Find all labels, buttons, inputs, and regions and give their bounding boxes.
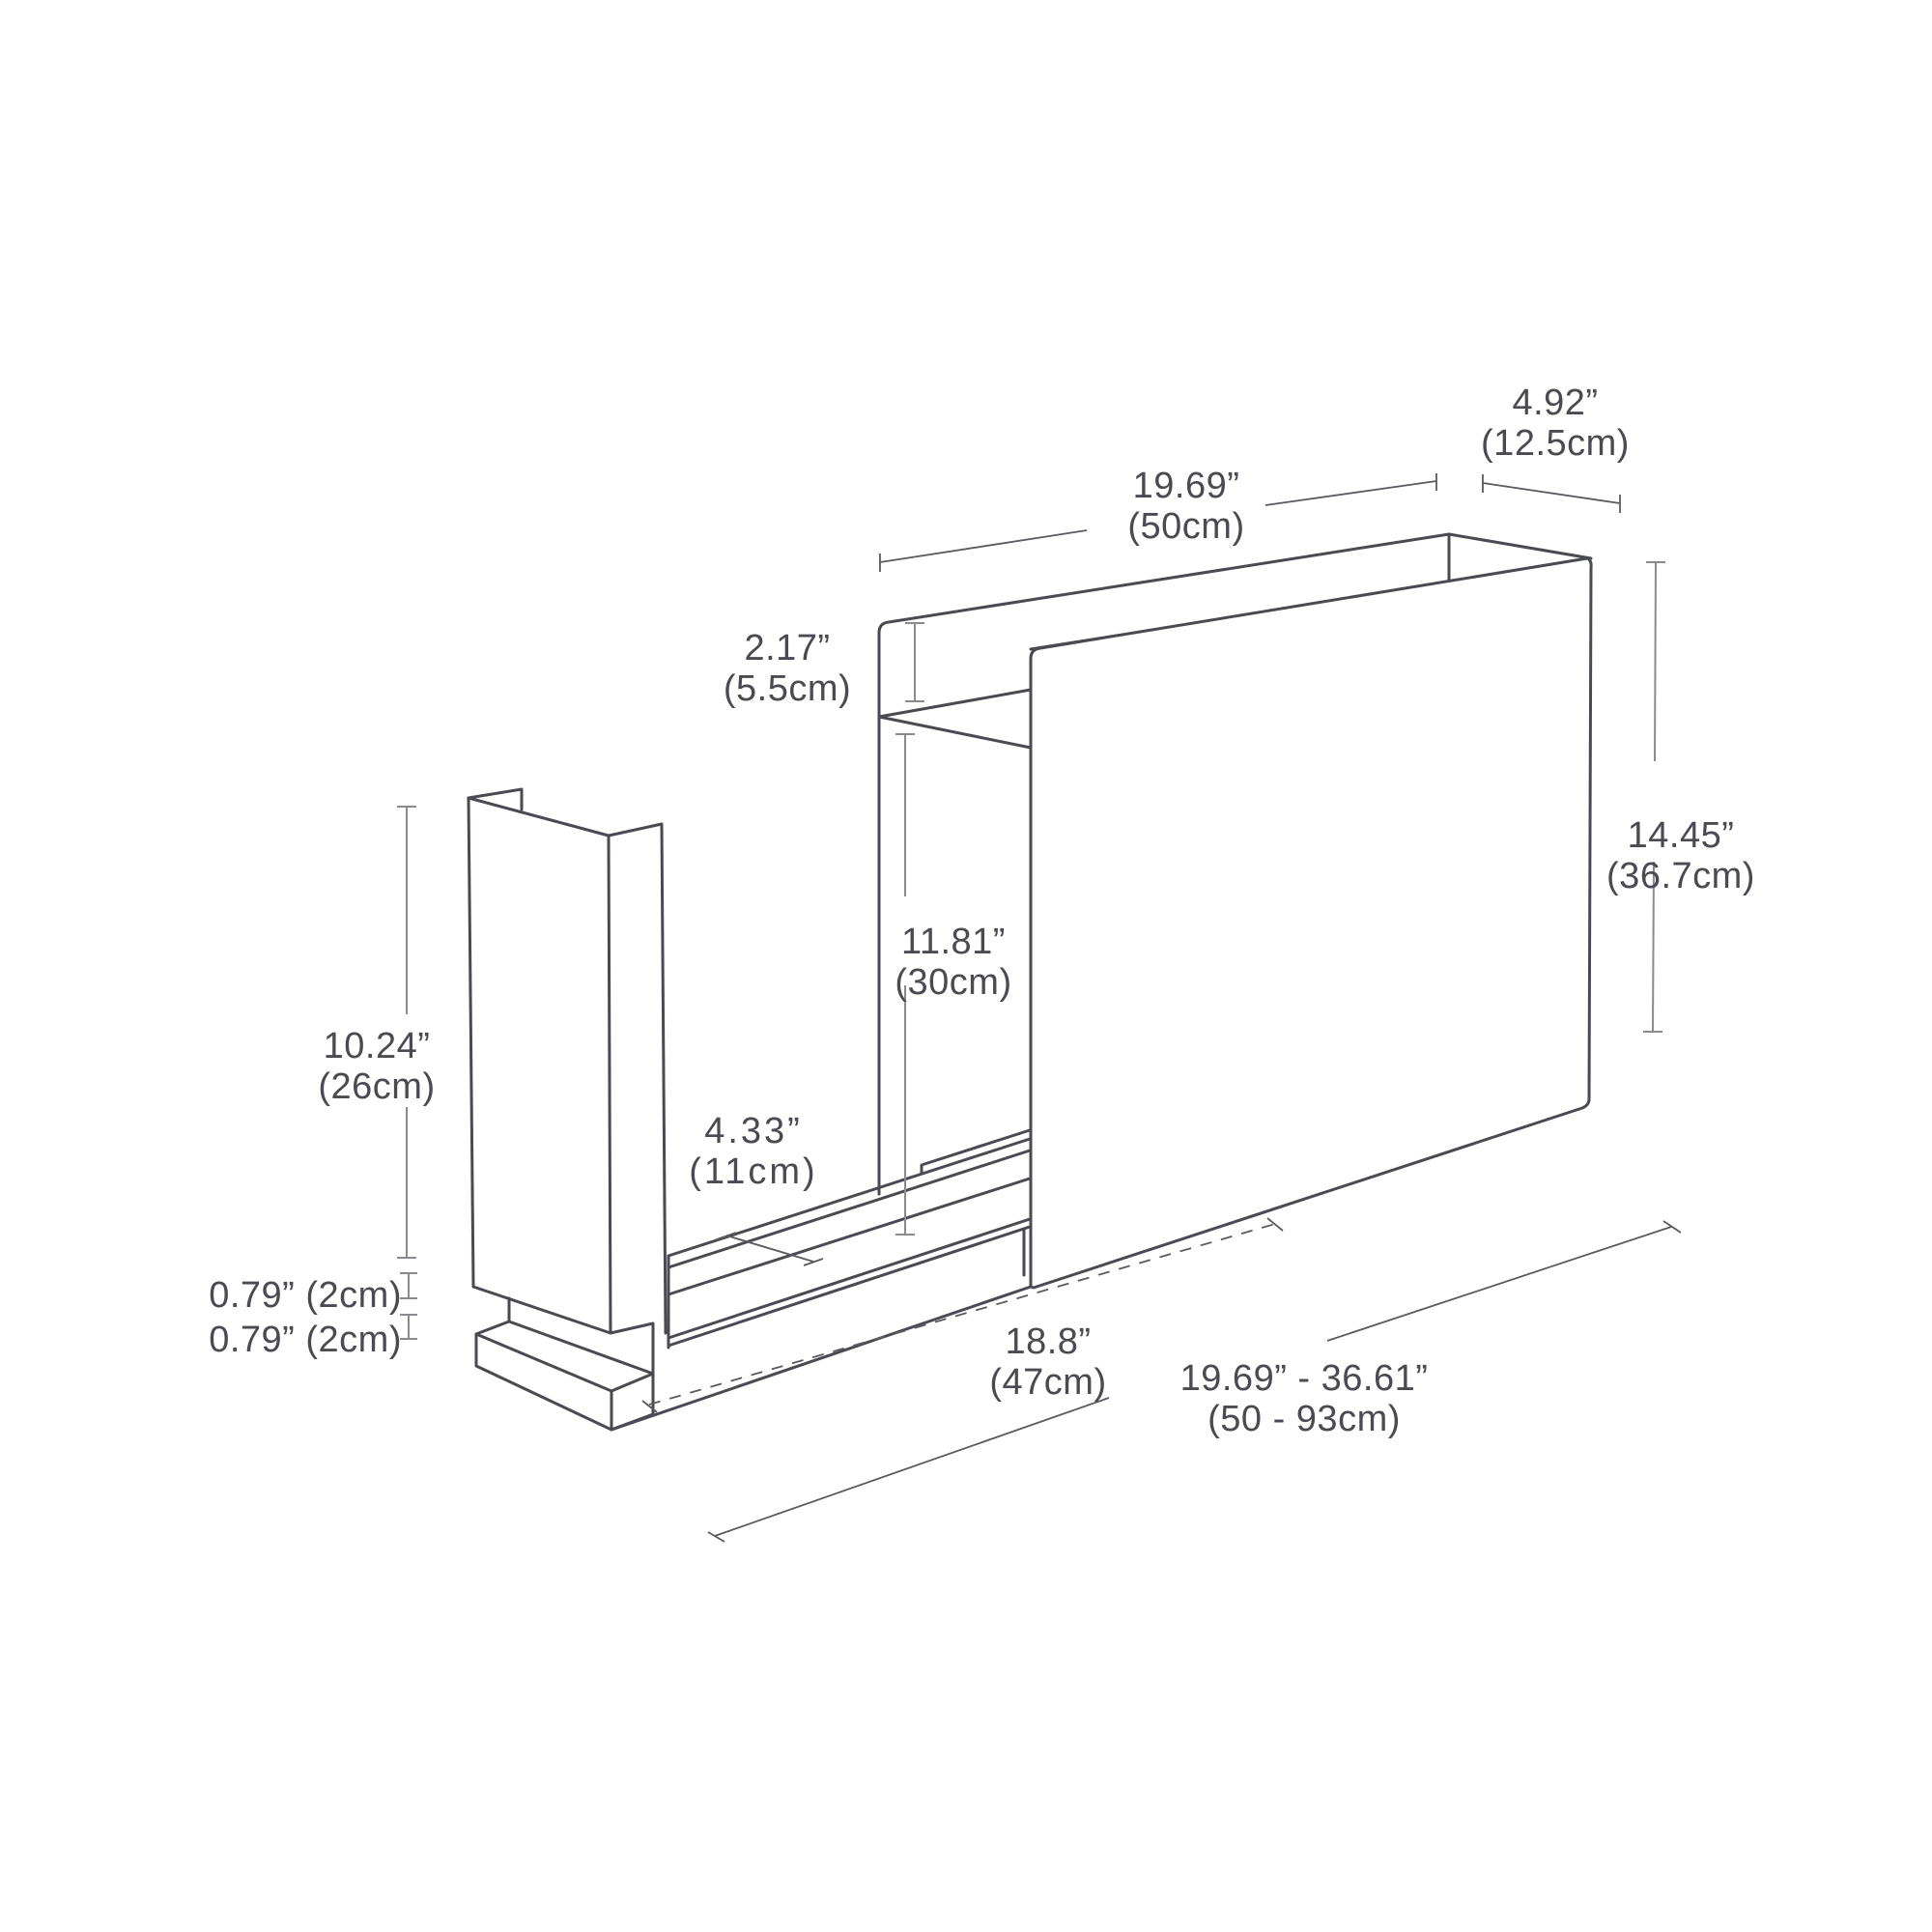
- label-depth-metric: (12.5cm): [1481, 423, 1630, 464]
- label-gap-2: 0.79” (2cm): [170, 1320, 402, 1360]
- label-left-height-imperial: 10.24”: [323, 1026, 431, 1066]
- label-inner-width: 4.33” (11cm): [671, 1111, 836, 1192]
- label-left-height: 10.24” (26cm): [299, 1026, 454, 1107]
- label-rail-length: 18.8” (47cm): [966, 1321, 1130, 1403]
- label-inner-height: 11.81” (30cm): [871, 922, 1036, 1003]
- label-rail-length-metric: (47cm): [989, 1362, 1107, 1403]
- label-gap-2-text: 0.79” (2cm): [209, 1320, 402, 1360]
- label-total-height: 14.45” (36.7cm): [1584, 815, 1777, 896]
- label-back-length-metric: (50cm): [1127, 506, 1245, 547]
- label-depth: 4.92” (12.5cm): [1468, 383, 1642, 464]
- dim-back-length: [879, 473, 1437, 572]
- label-total-height-metric: (36.7cm): [1606, 856, 1755, 896]
- left-end-column: [467, 787, 668, 1432]
- label-total-height-imperial: 14.45”: [1627, 815, 1735, 856]
- label-rail-length-imperial: 18.8”: [1005, 1321, 1092, 1362]
- label-gap-1: 0.79” (2cm): [170, 1275, 402, 1316]
- sliding-rails: [610, 1128, 1033, 1432]
- label-inner-height-metric: (30cm): [895, 962, 1012, 1003]
- dim-inner-width: [716, 1232, 824, 1266]
- label-inner-width-imperial: 4.33”: [704, 1111, 803, 1151]
- label-back-length: 19.69” (50cm): [1090, 466, 1283, 547]
- dim-depth: [1482, 474, 1621, 513]
- back-panel-outline: [877, 532, 1593, 1196]
- label-left-height-metric: (26cm): [318, 1066, 436, 1107]
- front-panel: [1029, 556, 1593, 1290]
- label-top-slot-imperial: 2.17”: [744, 628, 831, 668]
- dim-left-height: [397, 806, 416, 1259]
- dim-total-height: [1643, 561, 1665, 1033]
- label-back-length-imperial: 19.69”: [1132, 466, 1240, 506]
- label-inner-height-imperial: 11.81”: [901, 922, 1006, 962]
- top-slot-shelf-edge: [877, 688, 1033, 719]
- label-top-slot: 2.17” (5.5cm): [705, 628, 869, 709]
- label-extended-length-metric: (50 - 93cm): [1208, 1399, 1401, 1439]
- label-depth-imperial: 4.92”: [1512, 383, 1599, 423]
- dim-extended-length: [707, 1220, 1682, 1543]
- dim-top-slot: [905, 622, 924, 702]
- label-gap-1-text: 0.79” (2cm): [209, 1275, 402, 1316]
- dim-rail-length: [641, 1217, 1284, 1413]
- main-unit: [877, 532, 1593, 1290]
- dim-gaps: [400, 1272, 417, 1340]
- label-extended-length-imperial: 19.69” - 36.61”: [1179, 1358, 1429, 1399]
- label-top-slot-metric: (5.5cm): [723, 668, 852, 709]
- label-extended-length: 19.69” - 36.61” (50 - 93cm): [1140, 1358, 1468, 1439]
- label-inner-width-metric: (11cm): [689, 1151, 818, 1192]
- dim-inner-height: [895, 733, 915, 1236]
